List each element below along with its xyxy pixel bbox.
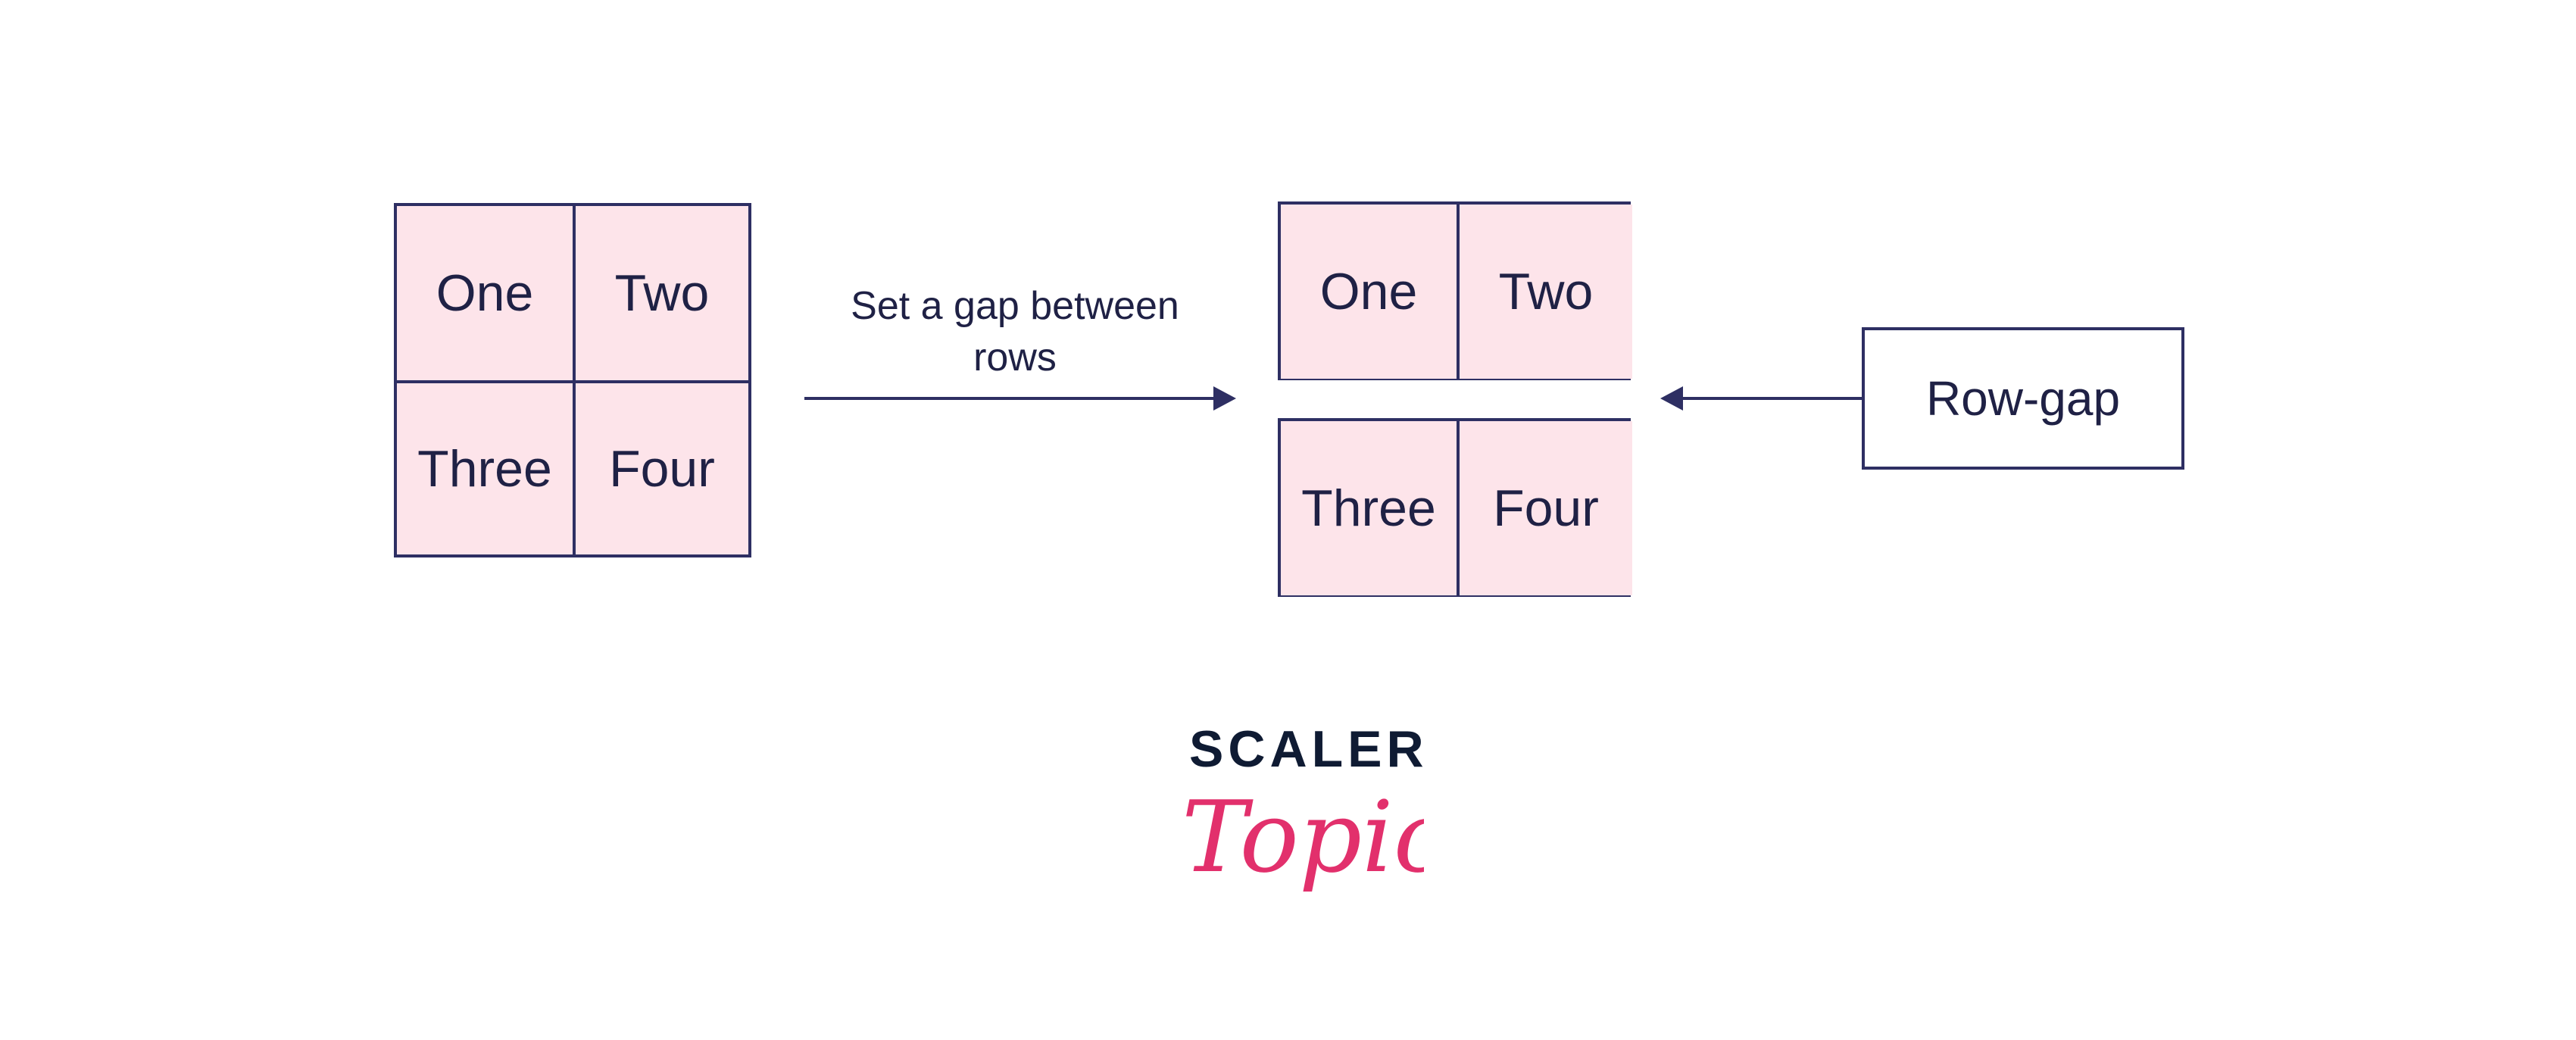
before-grid: One Two Three Four bbox=[394, 203, 751, 557]
before-cell-three: Three bbox=[397, 380, 573, 554]
row-gap-box: Row-gap bbox=[1862, 327, 2184, 470]
right-arrow bbox=[804, 386, 1236, 411]
after-cell-four: Four bbox=[1457, 421, 1632, 595]
arrow-label: Set a gap between rows bbox=[818, 280, 1212, 383]
logo-wordmark: SCALER bbox=[1189, 720, 1429, 778]
left-arrow bbox=[1660, 386, 1866, 411]
before-cell-one: One bbox=[397, 206, 573, 380]
after-cell-one: One bbox=[1281, 205, 1457, 379]
scaler-topics-logo: SCALER Topics bbox=[1166, 720, 1424, 917]
after-cell-two: Two bbox=[1457, 205, 1632, 379]
before-cell-four: Four bbox=[573, 380, 748, 554]
after-cell-three: Three bbox=[1281, 421, 1457, 595]
arrow-label-line1: Set a gap between bbox=[851, 284, 1179, 328]
svg-text:Topics: Topics bbox=[1182, 779, 1424, 895]
arrow-label-line2: rows bbox=[973, 336, 1057, 379]
after-grid-top-row: One Two bbox=[1278, 201, 1632, 380]
after-grid-bottom-row: Three Four bbox=[1278, 418, 1632, 597]
before-cell-two: Two bbox=[573, 206, 748, 380]
logo-script-topics: Topics bbox=[1182, 779, 1424, 895]
